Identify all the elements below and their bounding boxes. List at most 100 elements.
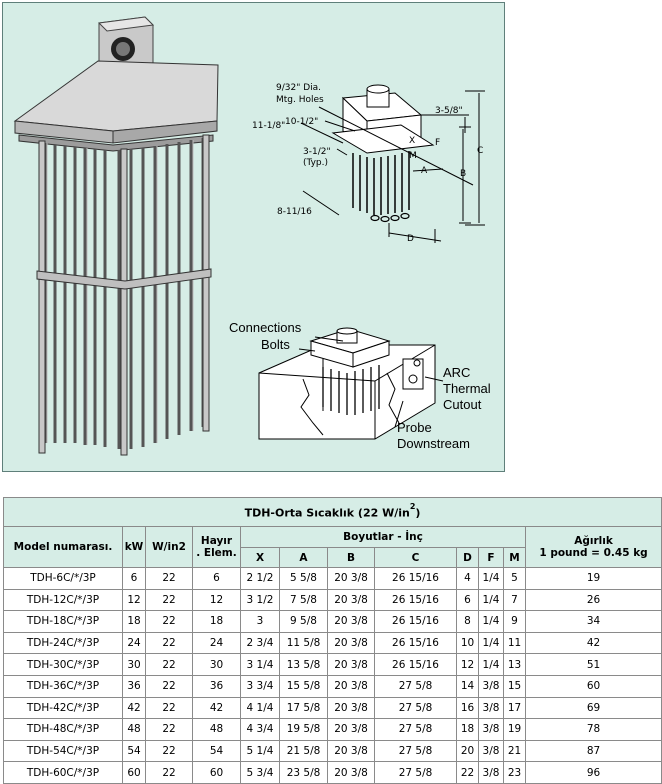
dim-10-1-2: 10-1/2" [285,117,318,127]
header-elements-line1: Hayır [200,535,233,547]
cell-win2: 22 [145,610,193,633]
dim-x: X [409,136,415,146]
cell-m: 19 [503,718,526,741]
cell-m: 7 [503,588,526,612]
callout-downstream: Downstream [397,436,470,451]
cell-c: 27 5/8 [374,718,457,741]
dim-mtg-holes-2: Mtg. Holes [276,95,324,105]
cell-a: 17 5/8 [279,696,328,720]
dim-typ: (Typ.) [303,158,328,168]
cell-win2: 22 [145,567,193,590]
cell-m: 21 [503,739,526,763]
cell-elements: 36 [192,674,241,698]
cell-d: 12 [456,653,479,676]
header-elements-line2: . Elem. [196,547,237,559]
cell-m: 13 [503,653,526,676]
cell-m: 15 [503,674,526,698]
cell-kw: 30 [122,653,146,676]
header-model: Model numarası. [3,526,123,568]
cell-c: 27 5/8 [374,761,457,784]
cell-a: 5 5/8 [279,567,328,590]
dim-3-1-2: 3-1/2" [303,147,331,157]
specification-table: TDH-Orta Sıcaklık (22 W/in2) Model numar… [2,497,662,784]
cell-weight: 78 [524,718,662,741]
cell-model: TDH-12C/*/3P [3,588,123,612]
cell-win2: 22 [145,653,193,676]
cell-d: 10 [456,631,479,655]
cell-model: TDH-24C/*/3P [3,631,123,655]
cell-b: 20 3/8 [327,653,375,676]
cell-c: 27 5/8 [374,674,457,698]
cell-model: TDH-6C/*/3P [3,567,123,590]
cell-m: 17 [503,696,526,720]
table-row: TDH-6C/*/3P 6 22 6 2 1/2 5 5/8 20 3/8 26… [3,567,662,590]
cell-a: 7 5/8 [279,588,328,612]
table-title-superscript: 2 [409,501,416,511]
header-d: D [456,547,479,568]
dim-c: C [477,146,483,156]
dim-8-11-16: 8-11/16 [277,207,312,217]
cell-x: 3 [240,610,280,633]
cell-kw: 24 [122,631,146,655]
cell-b: 20 3/8 [327,761,375,784]
callout-arc: ARC [443,365,470,380]
cell-win2: 22 [145,631,193,655]
cell-b: 20 3/8 [327,739,375,763]
cell-c: 26 15/16 [374,588,457,612]
header-elements: Hayır . Elem. [192,526,241,568]
table-row: TDH-12C/*/3P 12 22 12 3 1/2 7 5/8 20 3/8… [3,588,662,612]
cell-kw: 36 [122,674,146,698]
header-x: X [240,547,280,568]
cell-d: 20 [456,739,479,763]
cell-a: 13 5/8 [279,653,328,676]
cell-x: 4 1/4 [240,696,280,720]
cell-weight: 87 [524,739,662,763]
cell-kw: 54 [122,739,146,763]
header-weight-line2: 1 pound = 0.45 kg [539,547,648,559]
cell-win2: 22 [145,588,193,612]
cell-b: 20 3/8 [327,588,375,612]
cell-d: 16 [456,696,479,720]
header-weight-line1: Ağırlık [574,535,613,547]
dim-3-5-8: 3-5/8" [435,106,463,116]
dim-mtg-holes-1: 9/32" Dia. [276,83,321,93]
dim-m: M [409,151,417,161]
table-title-text: TDH-Orta Sıcaklık (22 W/in [244,506,410,520]
cell-c: 26 15/16 [374,653,457,676]
cell-elements: 42 [192,696,241,720]
cell-win2: 22 [145,718,193,741]
table-row: TDH-48C/*/3P 48 22 48 4 3/4 19 5/8 20 3/… [3,718,662,741]
cell-c: 27 5/8 [374,739,457,763]
cell-c: 26 15/16 [374,610,457,633]
cell-a: 9 5/8 [279,610,328,633]
cell-x: 5 1/4 [240,739,280,763]
cell-d: 22 [456,761,479,784]
callout-thermal: Thermal [443,381,491,396]
cell-elements: 12 [192,588,241,612]
cell-a: 23 5/8 [279,761,328,784]
cell-f: 3/8 [478,718,504,741]
product-figure-panel: 9/32" Dia. Mtg. Holes 11-1/8" 10-1/2" 3-… [2,2,505,472]
heater-photo [13,16,219,456]
cell-a: 19 5/8 [279,718,328,741]
table-row: TDH-60C/*/3P 60 22 60 5 3/4 23 5/8 20 3/… [3,761,662,784]
header-dimensions: Boyutlar - İnç [240,526,526,548]
cell-model: TDH-18C/*/3P [3,610,123,633]
callout-cutout: Cutout [443,397,482,412]
callout-probe: Probe [397,420,432,435]
cell-x: 2 1/2 [240,567,280,590]
table-row: TDH-18C/*/3P 18 22 18 3 9 5/8 20 3/8 26 … [3,610,662,633]
cell-kw: 12 [122,588,146,612]
cell-f: 3/8 [478,674,504,698]
cell-x: 3 1/4 [240,653,280,676]
cell-c: 26 15/16 [374,567,457,590]
cell-weight: 26 [524,588,662,612]
cell-kw: 18 [122,610,146,633]
cell-b: 20 3/8 [327,567,375,590]
dim-d: D [407,234,414,244]
cell-elements: 24 [192,631,241,655]
cell-x: 3 3/4 [240,674,280,698]
cell-a: 15 5/8 [279,674,328,698]
cell-kw: 60 [122,761,146,784]
cell-f: 3/8 [478,761,504,784]
